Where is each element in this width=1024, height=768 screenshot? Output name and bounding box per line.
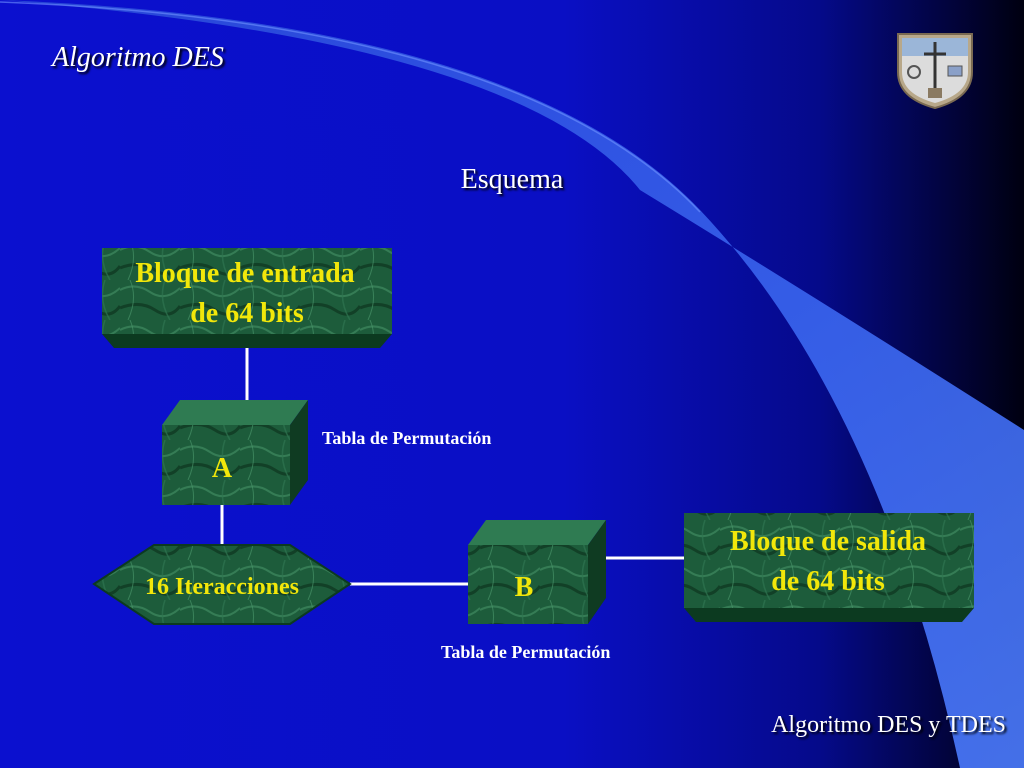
output-block-line1: Bloque de salida [730, 526, 926, 557]
permutation-a-label: A [212, 453, 233, 484]
permutation-block-b: B [468, 520, 606, 624]
diagram-subtitle: Esquema [460, 164, 564, 195]
permutation-b-caption: Tabla de Permutación [441, 642, 610, 662]
slide-footer: Algoritmo DES y TDES [771, 712, 1006, 738]
slide-title: Algoritmo DES [52, 42, 224, 73]
iterations-label: 16 Iteracciones [145, 574, 299, 600]
input-block: Bloque de entrada de 64 bits [102, 248, 392, 348]
input-block-line1: Bloque de entrada [135, 258, 354, 289]
permutation-b-label: B [515, 572, 534, 603]
crest-emblem-icon [897, 33, 973, 110]
output-block-line2: de 64 bits [771, 566, 885, 597]
permutation-block-a: A [162, 400, 308, 505]
output-block: Bloque de salida de 64 bits [684, 513, 974, 622]
permutation-a-caption: Tabla de Permutación [322, 428, 491, 448]
iterations-hexagon: 16 Iteracciones [92, 544, 352, 625]
input-block-line2: de 64 bits [190, 298, 304, 329]
